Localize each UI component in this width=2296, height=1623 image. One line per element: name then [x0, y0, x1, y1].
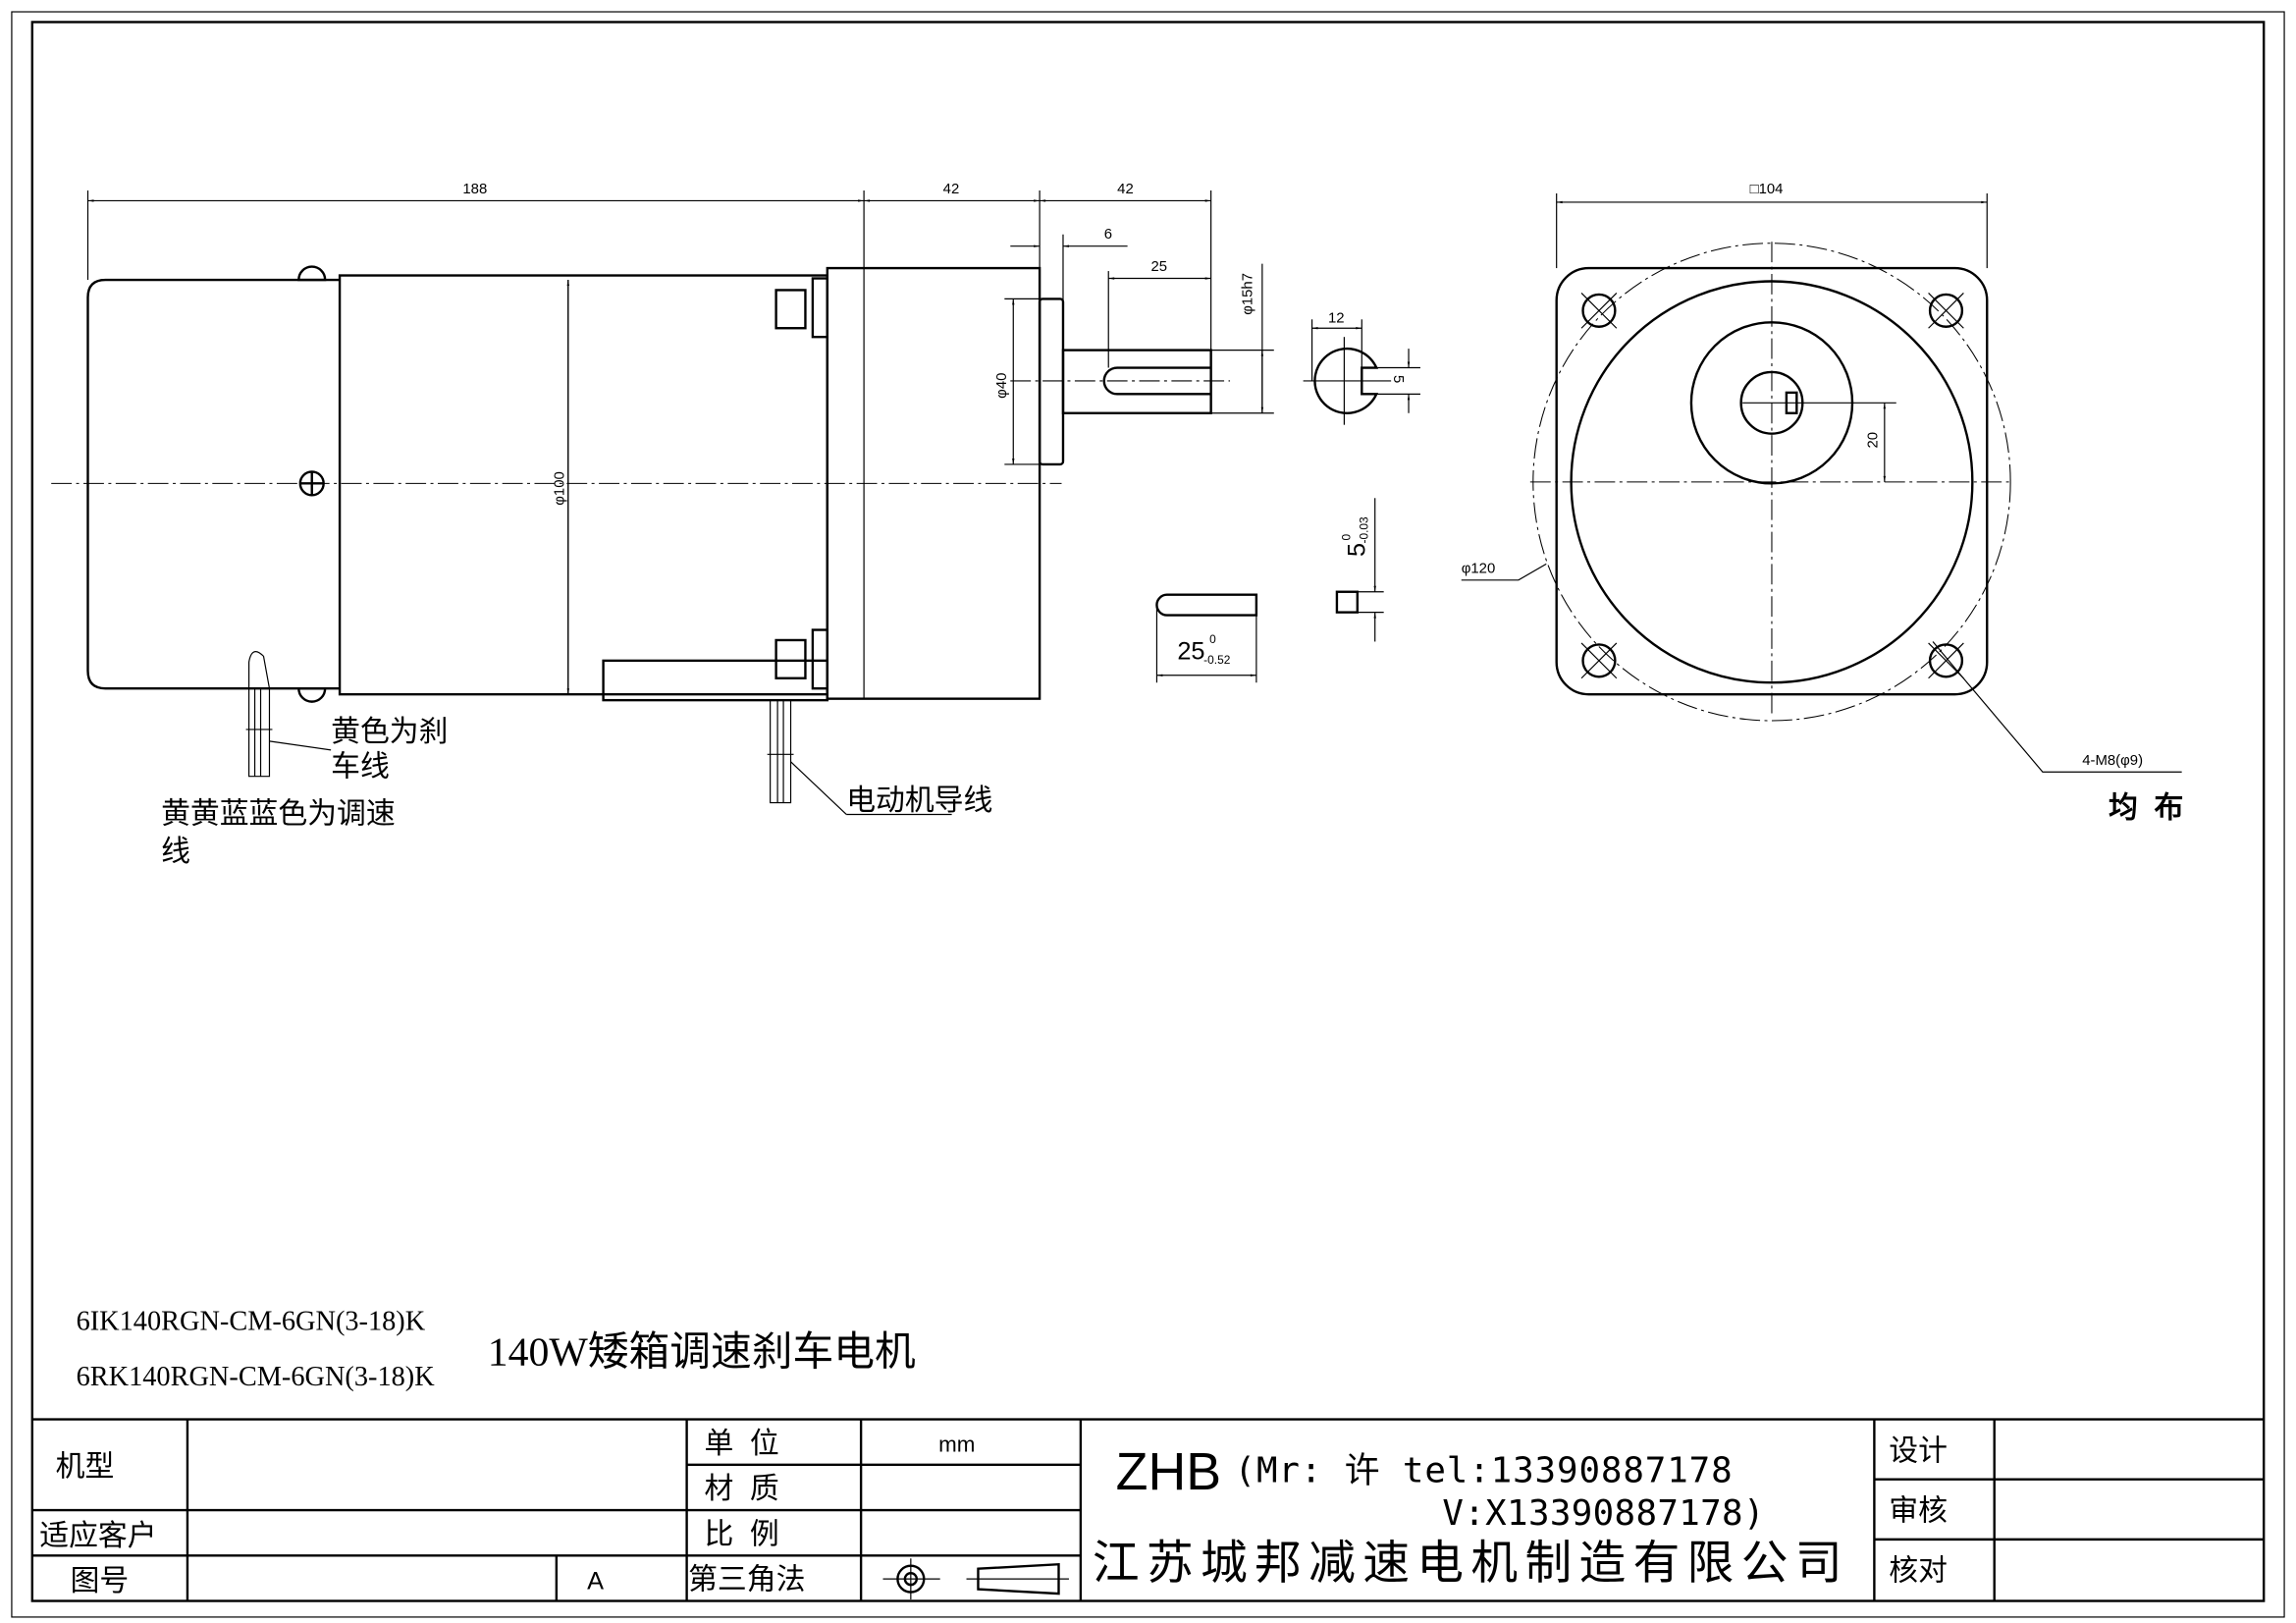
brake-wire-label: 车线: [331, 751, 390, 784]
material-label: 材 质: [705, 1473, 779, 1505]
keyway: [1102, 366, 1211, 396]
dim-key-length: 25: [1177, 637, 1204, 665]
outer-border: [11, 11, 2285, 1618]
dim-flange-square: □104: [1750, 182, 1784, 197]
dim-pitch-circle: φ120: [1462, 561, 1496, 576]
key-detail: 25 0 -0.52 5 0 -0.03: [1155, 498, 1384, 683]
dim-shaft-diameter: φ15h7: [1240, 273, 1255, 315]
dim-key-depth: 5: [1390, 375, 1406, 383]
shaft-section: 12 5: [1303, 310, 1420, 425]
product-title: 140W矮箱调速刹车电机: [488, 1329, 916, 1375]
mounting-holes: [1580, 293, 1964, 679]
tolerance-upper: 0: [1209, 632, 1216, 646]
dim-total-length: 188: [462, 182, 487, 197]
dim-mounting-holes: 4-M8(φ9): [2082, 753, 2143, 769]
revision-value: A: [587, 1568, 604, 1596]
dim-key-height: 5: [1343, 543, 1370, 557]
flange: [1038, 298, 1065, 466]
side-view: 黄色为刹 车线 黄黄蓝蓝色为调速 线 电动机导线 188 42 42 6 25 …: [51, 182, 1274, 868]
contact-line-1: (Mr: 许 tel:13390887178: [1235, 1451, 1733, 1491]
drawing-frame: [30, 21, 2266, 1602]
dim-pilot-diameter: φ40: [994, 373, 1010, 399]
third-angle-projection-icon: [882, 1558, 1069, 1600]
dim-key-length: 25: [1150, 259, 1167, 275]
motor-body: [338, 274, 829, 696]
dim-section-width: 12: [1328, 310, 1345, 326]
tolerance-lower: -0.03: [1357, 516, 1370, 544]
brand-logo: ZHB: [1116, 1442, 1221, 1501]
output-shaft: [1061, 349, 1212, 414]
motor-rear-cap: [86, 278, 341, 690]
unit-label: 单 位: [705, 1428, 779, 1460]
title-block: 机型 适应客户 图号 A 单 位 mm 材 质 比 例 第三角法 ZHB (Mr…: [31, 1418, 2265, 1601]
dim-body-diameter: φ100: [552, 471, 567, 506]
brake-cable: [245, 651, 332, 778]
front-view: □104 20 φ120 4-M8(φ9) 均 布: [1461, 182, 2183, 824]
speed-wire-label: 线: [161, 836, 190, 868]
projection-label: 第三角法: [688, 1564, 805, 1596]
review-label: 审核: [1889, 1494, 1948, 1527]
model-label: 机型: [56, 1451, 115, 1484]
scale-label: 比 例: [705, 1518, 779, 1550]
customer-label: 适应客户: [39, 1520, 156, 1552]
model-number-1: 6IK140RGN-CM-6GN(3-18)K: [77, 1307, 426, 1337]
tolerance-lower: -0.52: [1203, 653, 1231, 667]
gearbox: [826, 266, 1041, 700]
company-name: 江苏城邦减速电机制造有限公司: [1093, 1538, 1842, 1590]
dim-shaft-offset: 20: [1865, 432, 1881, 449]
holes-evenly-spaced-note: 均 布: [2109, 791, 2183, 824]
dim-shaft-length: 42: [1117, 182, 1134, 197]
brake-wire-label: 黄色为刹: [331, 716, 448, 748]
motor-lead-label: 电动机导线: [846, 784, 992, 817]
unit-value: mm: [938, 1432, 975, 1456]
dim-shoulder: 6: [1104, 227, 1112, 243]
check-label: 核对: [1889, 1555, 1948, 1588]
dim-gearbox-length: 42: [943, 182, 960, 197]
motor-lead-cable: [767, 699, 952, 816]
model-number-2: 6RK140RGN-CM-6GN(3-18)K: [77, 1362, 436, 1392]
drawing-number-label: 图号: [71, 1565, 130, 1597]
speed-wire-label: 黄黄蓝蓝色为调速: [161, 797, 396, 830]
screw-icon: [297, 265, 829, 703]
tolerance-upper: 0: [1339, 534, 1353, 541]
design-label: 设计: [1889, 1434, 1948, 1467]
contact-line-2: V:X13390887178): [1442, 1493, 1764, 1534]
